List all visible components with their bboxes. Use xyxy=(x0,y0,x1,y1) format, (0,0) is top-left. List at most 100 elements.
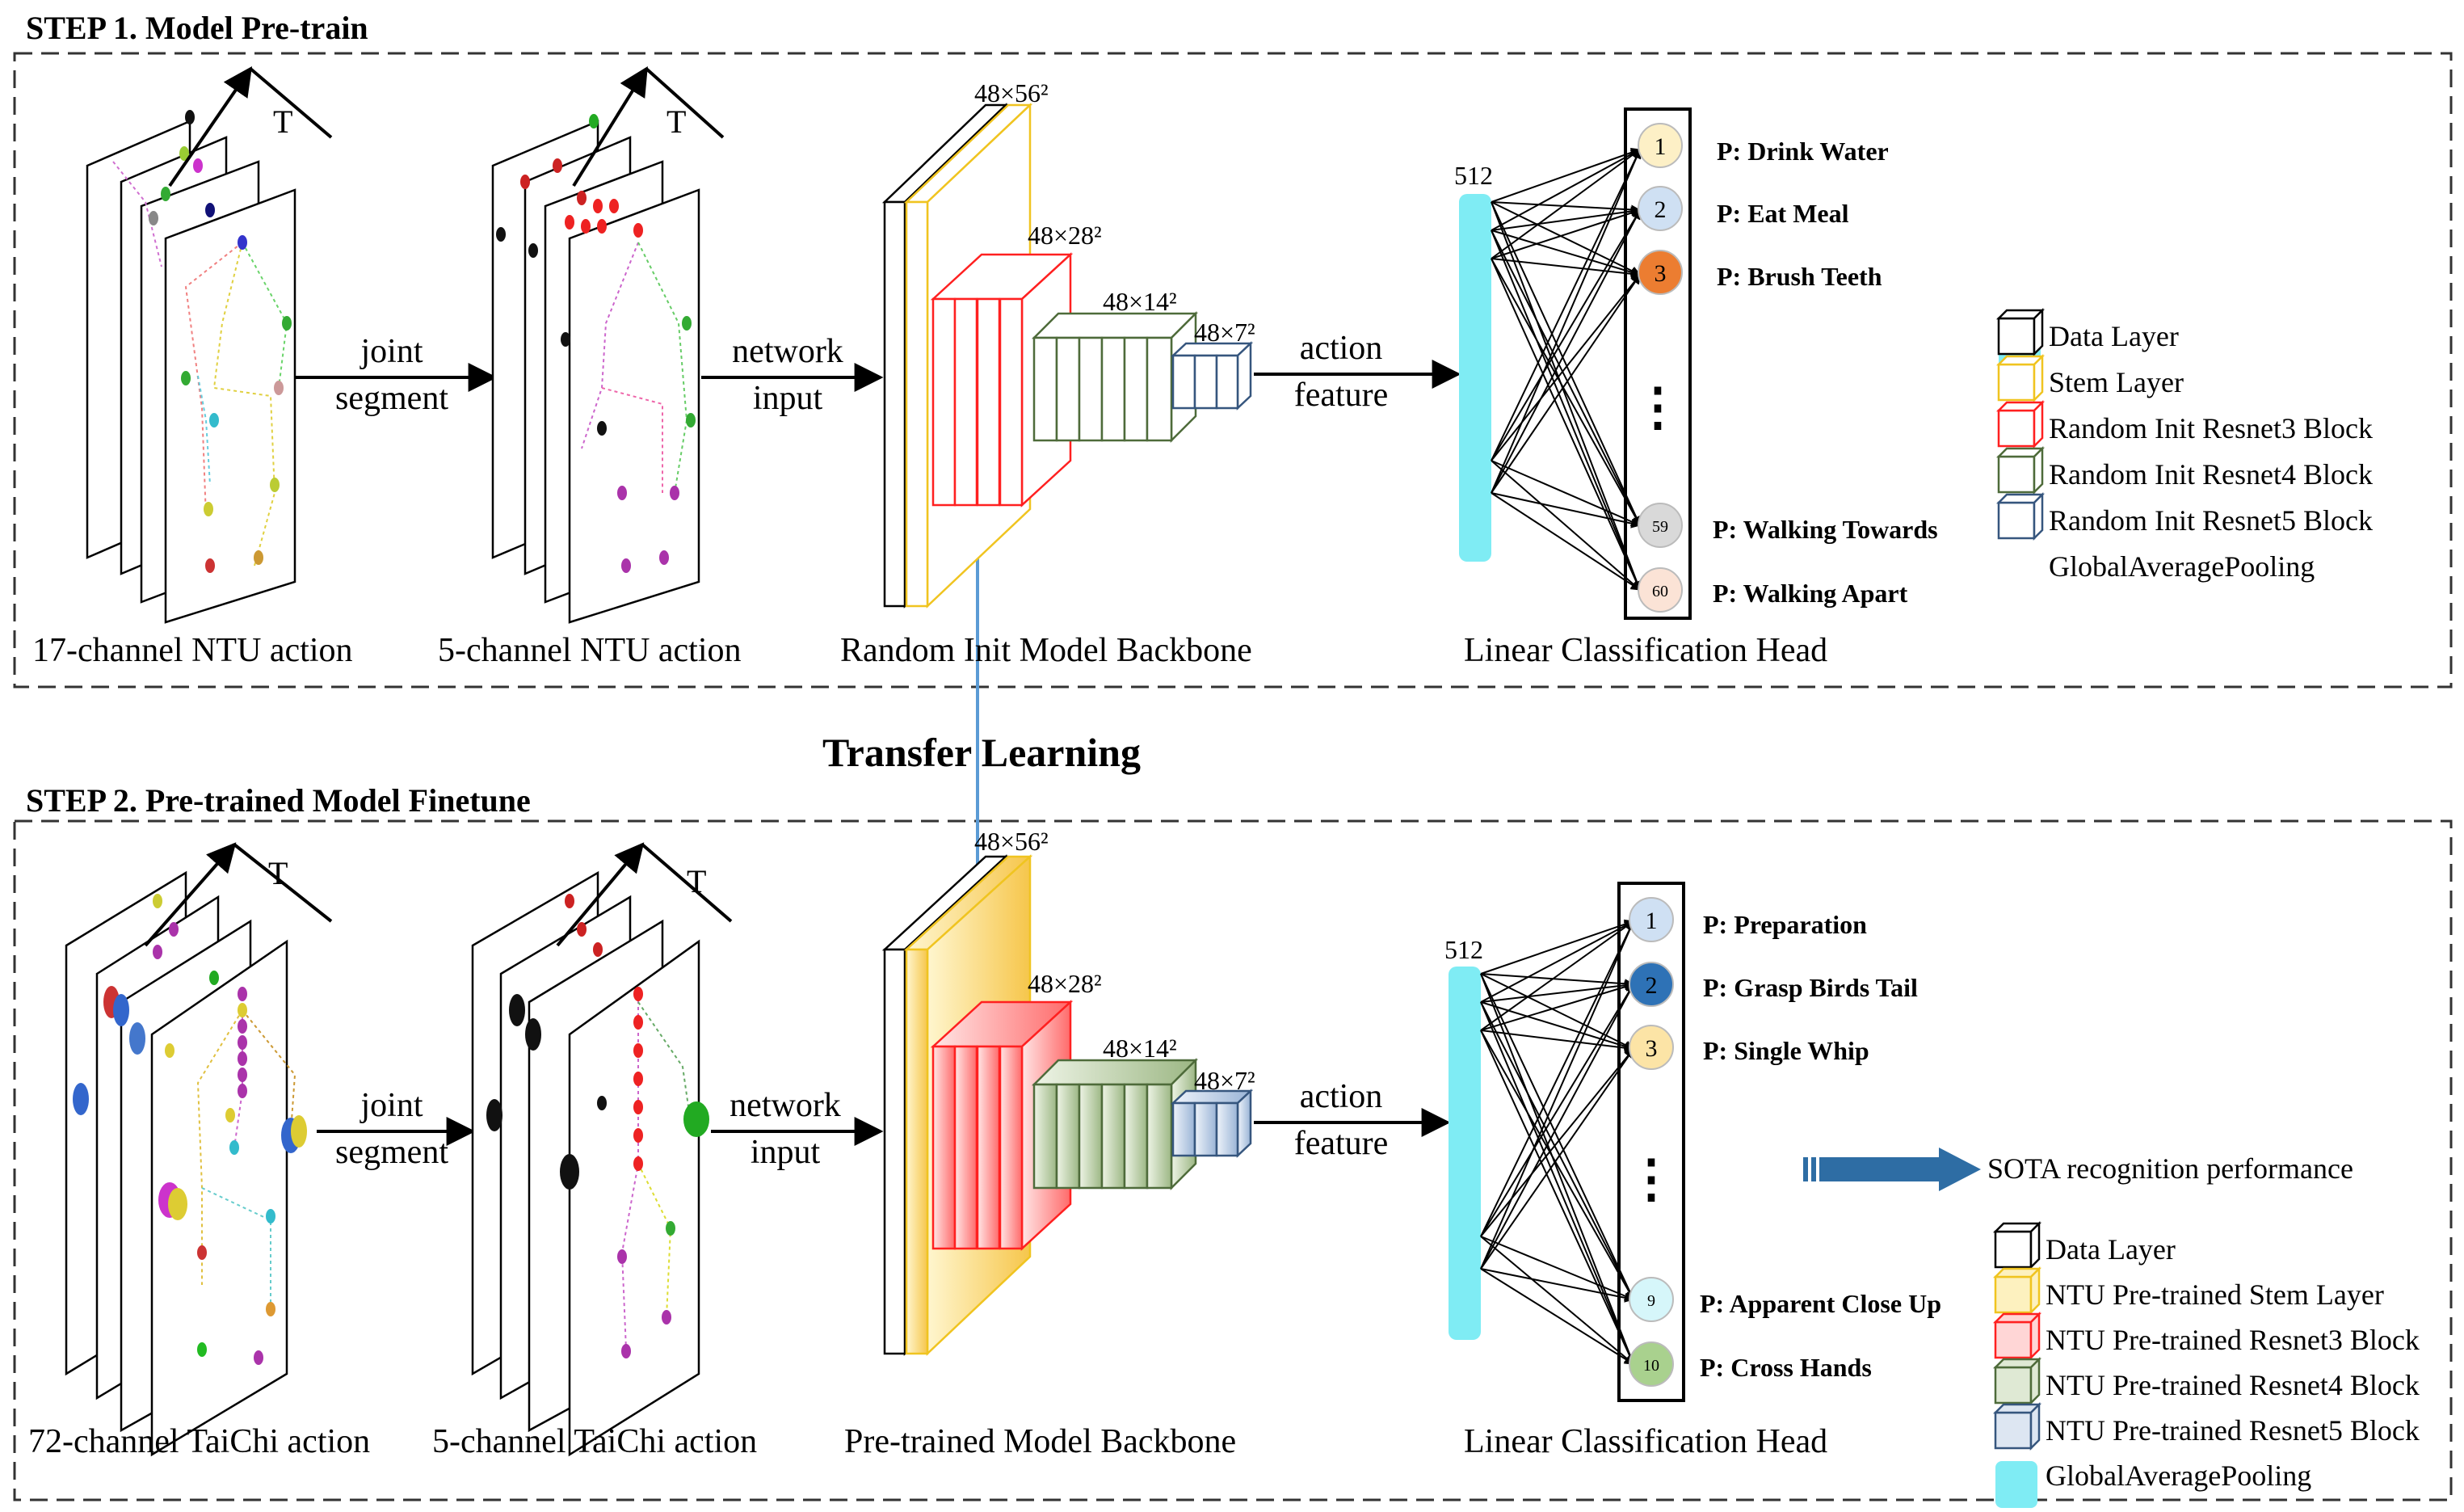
step1-frame xyxy=(13,52,2453,689)
step2-time-label: T xyxy=(268,855,288,891)
step2-segment-frames xyxy=(471,870,709,1457)
legend-label-3: NTU Pre-trained Resnet4 Block xyxy=(2046,1369,2420,1401)
class-badge-number: 10 xyxy=(1643,1357,1659,1375)
class-badge-number: 2 xyxy=(1655,196,1667,223)
step2-action-label: action xyxy=(1300,1078,1383,1115)
class-label: P: Cross Hands xyxy=(1700,1353,1872,1382)
step1-input-label: input xyxy=(753,380,823,417)
step1-time-axis-arrow xyxy=(168,66,253,187)
legend-label-0: Data Layer xyxy=(2046,1233,2176,1266)
class-label: P: Single Whip xyxy=(1703,1036,1869,1065)
step2-segment-caption: 5-channel TaiChi action xyxy=(432,1423,757,1460)
class-label: P: Walking Apart xyxy=(1713,579,1908,608)
step1-time-axis-line xyxy=(249,67,333,139)
step1-action-label: action xyxy=(1300,330,1383,367)
legend-gap-swatch xyxy=(1995,1461,2037,1508)
class-badge xyxy=(1629,1341,1674,1387)
class-badge xyxy=(1638,503,1683,548)
class-label: P: Drink Water xyxy=(1717,137,1889,166)
step1-backbone-caption: Random Init Model Backbone xyxy=(840,632,1252,669)
legend-label-5: GlobalAveragePooling xyxy=(2049,550,2315,583)
step1-class-brush-teeth: 3 P: Brush Teeth xyxy=(1638,250,1882,295)
step1-segment-time-axis-arrow xyxy=(572,65,648,187)
step1-class-walking-apart: 60 P: Walking Apart xyxy=(1638,567,1908,613)
step2-time-axis-arrow xyxy=(144,842,237,947)
step1-title: STEP 1. Model Pre-train xyxy=(26,10,368,46)
step2-segment-time-axis-line xyxy=(641,843,733,923)
legend-label-4: Random Init Resnet5 Block xyxy=(2049,504,2373,537)
step2-head-caption: Linear Classification Head xyxy=(1464,1423,1827,1460)
step2-classifier-box xyxy=(1617,882,1685,1402)
legend-swatch-3 xyxy=(1995,445,2046,495)
step2-class-ellipsis: ⋮ xyxy=(1625,1150,1677,1207)
legend-label-4: NTU Pre-trained Resnet5 Block xyxy=(2046,1414,2420,1447)
step1-segment-frames xyxy=(491,114,700,624)
step1-head-caption: Linear Classification Head xyxy=(1464,632,1827,669)
legend-swatch-1 xyxy=(1992,1266,2042,1316)
class-badge-number: 1 xyxy=(1646,908,1658,934)
legend-swatch-2 xyxy=(1992,1311,2042,1361)
step2-feature-label: feature xyxy=(1294,1125,1389,1162)
step1-gap-bar xyxy=(1459,194,1491,562)
step2-input-label: input xyxy=(751,1134,821,1171)
step1-dim-feature: 512 xyxy=(1454,161,1493,190)
transfer-learning-label: Transfer Learning xyxy=(822,730,1141,775)
step2-input-frames xyxy=(65,870,307,1457)
step2-class-apparent-close-up: 9 P: Apparent Close Up xyxy=(1629,1277,1941,1322)
class-badge xyxy=(1629,962,1674,1007)
legend-swatch-4 xyxy=(1995,491,2046,541)
legend-label-2: Random Init Resnet3 Block xyxy=(2049,412,2373,444)
class-label: P: Brush Teeth xyxy=(1717,262,1882,291)
step1-segment-time-label: T xyxy=(666,103,686,140)
step2-segment-label: segment xyxy=(335,1134,448,1171)
step2-class-preparation: 1 P: Preparation xyxy=(1629,897,1867,942)
step2-input-caption: 72-channel TaiChi action xyxy=(28,1423,370,1460)
class-badge-number: 60 xyxy=(1652,583,1668,600)
step1-fc-connections xyxy=(1491,147,1642,592)
step2-joint-label: joint xyxy=(359,1087,423,1124)
class-badge-number: 9 xyxy=(1647,1292,1655,1310)
legend-label-1: Stem Layer xyxy=(2049,366,2184,398)
step1-input-frames xyxy=(86,110,296,624)
step1-joint-label: joint xyxy=(359,333,423,370)
legend-label-5: GlobalAveragePooling xyxy=(2046,1459,2311,1492)
step1-class-ellipsis: ⋮ xyxy=(1632,378,1684,436)
step2-backbone-caption: Pre-trained Model Backbone xyxy=(844,1423,1236,1460)
step1-input-caption: 17-channel NTU action xyxy=(32,632,353,669)
step2-segment-time-axis-arrow xyxy=(556,842,645,947)
sota-label: SOTA recognition performance xyxy=(1987,1152,2353,1185)
class-label: P: Walking Towards xyxy=(1713,515,1938,544)
legend-swatch-1 xyxy=(1995,353,2046,403)
legend-label-2: NTU Pre-trained Resnet3 Block xyxy=(2046,1324,2420,1356)
step2-frame xyxy=(13,819,2453,1501)
legend-swatch-2 xyxy=(1995,399,2046,449)
class-badge xyxy=(1638,123,1683,168)
step1-feature-label: feature xyxy=(1294,377,1389,414)
step1-dim-res4: 48×14² xyxy=(1103,287,1177,316)
step1-network-label: network xyxy=(732,333,843,370)
step2-dim-res3: 48×28² xyxy=(1028,969,1102,998)
step2-result-arrow xyxy=(1803,1148,1981,1191)
step2-gap-bar xyxy=(1449,967,1481,1340)
step2-title: STEP 2. Pre-trained Model Finetune xyxy=(26,782,531,819)
step2-network-label: network xyxy=(730,1087,841,1124)
class-badge xyxy=(1629,1277,1674,1322)
step2-dim-feature: 512 xyxy=(1444,935,1483,964)
legend-swatch-4 xyxy=(1992,1401,2042,1451)
step2-class-single-whip: 3 P: Single Whip xyxy=(1629,1025,1869,1070)
step1-class-walking-towards: 59 P: Walking Towards xyxy=(1638,503,1938,548)
step1-dim-res3: 48×28² xyxy=(1028,221,1102,250)
step1-dim-res5: 48×7² xyxy=(1194,318,1255,347)
class-label: P: Apparent Close Up xyxy=(1700,1289,1941,1318)
step2-dim-res5: 48×7² xyxy=(1194,1066,1255,1095)
step2-class-cross-hands: 10 P: Cross Hands xyxy=(1629,1341,1872,1387)
legend-label-3: Random Init Resnet4 Block xyxy=(2049,458,2373,491)
class-label: P: Eat Meal xyxy=(1717,199,1849,228)
step2-time-axis-line xyxy=(233,843,333,923)
step1-backbone xyxy=(881,103,1254,609)
legend-swatch-3 xyxy=(1992,1356,2042,1406)
class-badge-number: 3 xyxy=(1655,260,1667,287)
